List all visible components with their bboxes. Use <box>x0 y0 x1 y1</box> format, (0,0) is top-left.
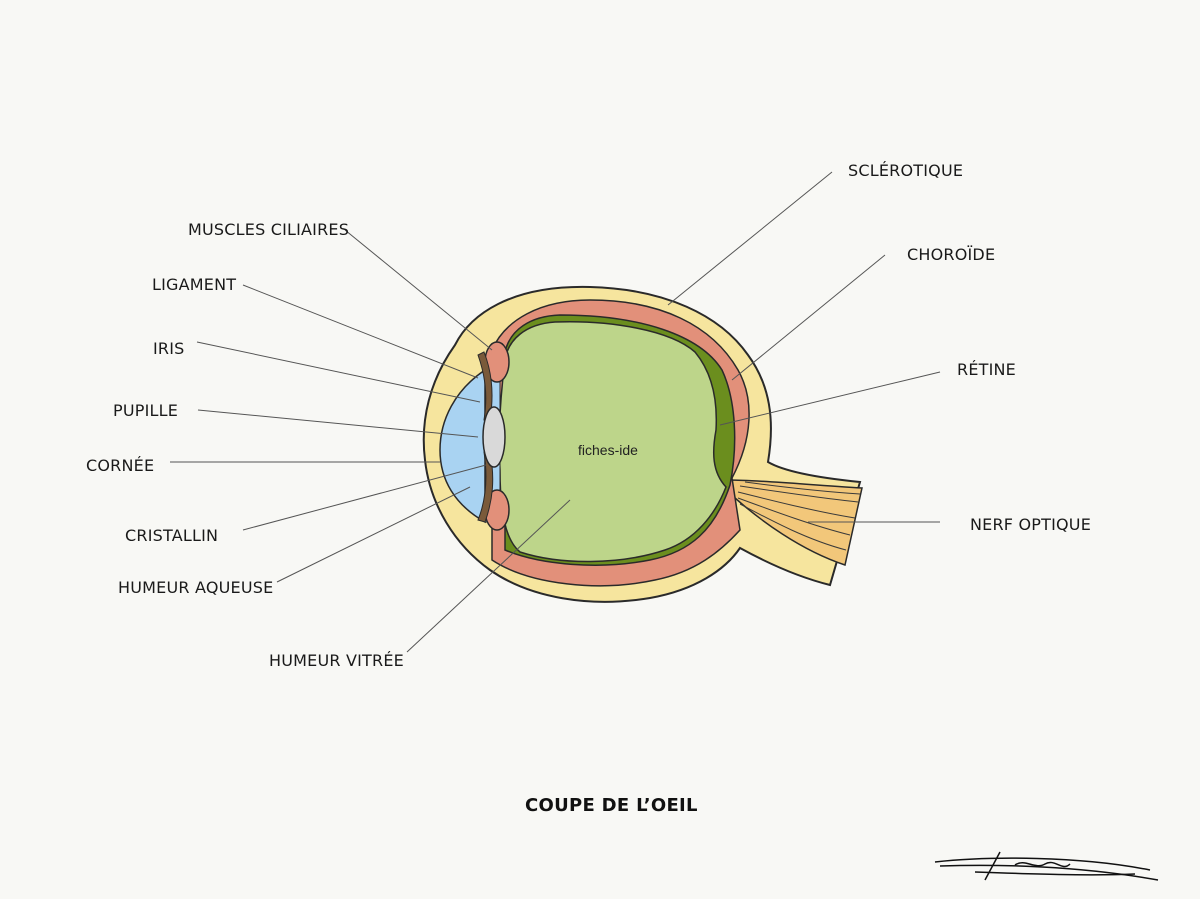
label-retine: RÉTINE <box>957 360 1016 379</box>
label-humeur-aqueuse: HUMEUR AQUEUSE <box>118 578 274 597</box>
label-muscles-ciliaires: MUSCLES CILIAIRES <box>188 220 350 239</box>
signature <box>934 851 1159 881</box>
diagram-title: COUPE DE L’OEIL <box>525 795 698 816</box>
optic-nerve <box>726 479 863 566</box>
label-humeur-vitree: HUMEUR VITRÉE <box>269 651 404 670</box>
label-iris: IRIS <box>153 339 185 358</box>
label-cristallin: CRISTALLIN <box>125 526 219 545</box>
cornea-aqueous <box>439 368 486 524</box>
label-nerf-optique: NERF OPTIQUE <box>970 515 1092 534</box>
label-cornee: CORNÉE <box>86 456 155 475</box>
label-ligament: LIGAMENT <box>152 275 237 294</box>
label-pupille: PUPILLE <box>113 401 179 420</box>
leader-lines <box>170 171 941 653</box>
lens <box>482 406 506 468</box>
watermark-text: fiches-ide <box>578 442 638 458</box>
label-choroide: CHOROÏDE <box>907 245 996 264</box>
iris-bottom <box>477 451 494 523</box>
label-sclerotique: SCLÉROTIQUE <box>848 161 964 180</box>
